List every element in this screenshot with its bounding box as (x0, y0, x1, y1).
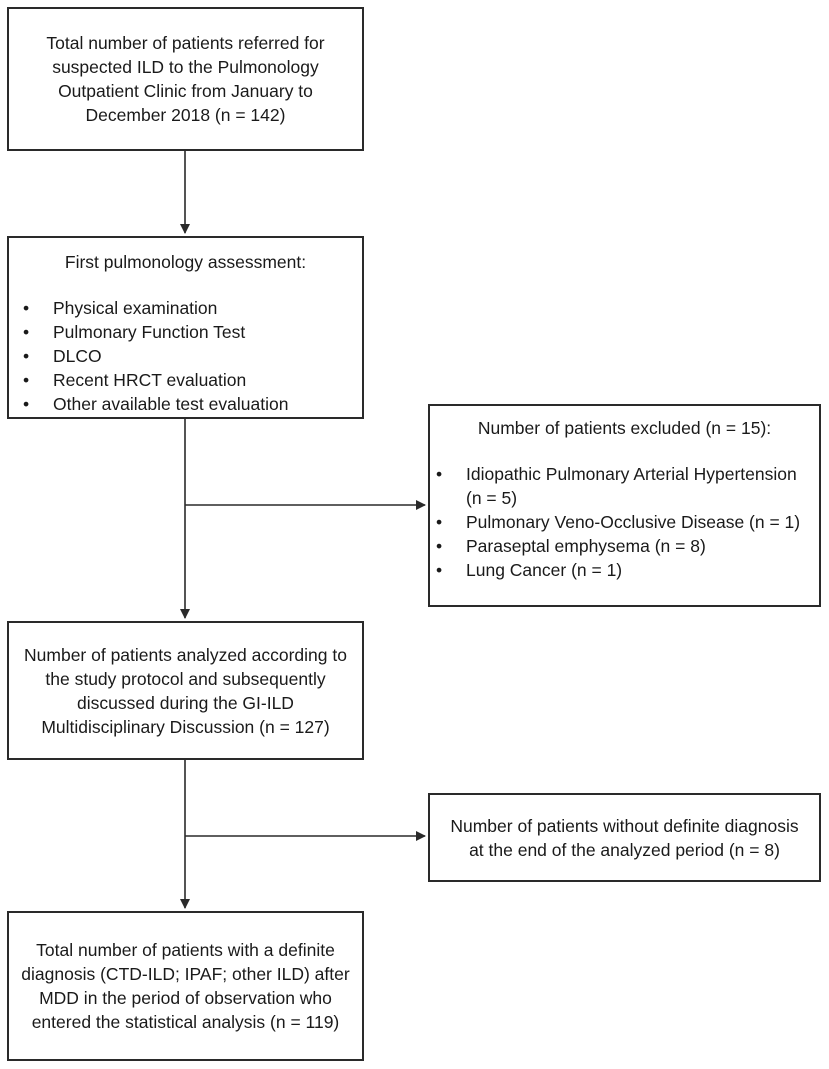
bullet-icon: • (23, 370, 30, 390)
list-item: •Other available test evaluation (23, 394, 289, 414)
box-excluded-patients: Number of patients excluded (n = 15): •I… (428, 404, 821, 607)
bullet-icon: • (436, 536, 443, 556)
list-item: •Pulmonary Function Test (23, 322, 246, 342)
box-analyzed-patients: Number of patients analyzed according to… (7, 621, 364, 760)
excluded-heading: Number of patients excluded (n = 15): (477, 418, 772, 438)
bullet-icon: • (23, 322, 30, 342)
list-item: •Recent HRCT evaluation (23, 370, 247, 390)
bullet-icon: • (23, 346, 30, 366)
list-item: •Pulmonary Veno-Occlusive Disease (n = 1… (436, 512, 801, 532)
bullet-icon: • (436, 512, 443, 532)
assessment-list: •Physical examination •Pulmonary Functio… (19, 296, 352, 416)
box-first-assessment: First pulmonology assessment: •Physical … (7, 236, 364, 419)
list-item: •Physical examination (23, 298, 218, 318)
bullet-icon: • (23, 394, 30, 414)
bullet-icon: • (436, 464, 443, 484)
list-item: •Idiopathic Pulmonary Arterial Hypertens… (436, 464, 797, 508)
list-item: •DLCO (23, 346, 102, 366)
bullet-icon: • (436, 560, 443, 580)
assessment-heading: First pulmonology assessment: (64, 252, 307, 272)
box-undiagnosed-patients: Number of patients without definite diag… (428, 793, 821, 882)
list-item: •Paraseptal emphysema (n = 8) (436, 536, 706, 556)
excluded-list: •Idiopathic Pulmonary Arterial Hypertens… (432, 462, 811, 582)
box-final-patients: Total number of patients with a definite… (7, 911, 364, 1061)
list-item: •Lung Cancer (n = 1) (436, 560, 623, 580)
undiagnosed-text: Number of patients without definite diag… (450, 815, 799, 860)
referred-text: Total number of patients referred for su… (46, 33, 325, 125)
box-referred-patients: Total number of patients referred for su… (7, 7, 364, 151)
bullet-icon: • (23, 298, 30, 318)
final-text: Total number of patients with a definite… (21, 940, 350, 1032)
analyzed-text: Number of patients analyzed according to… (24, 644, 347, 737)
